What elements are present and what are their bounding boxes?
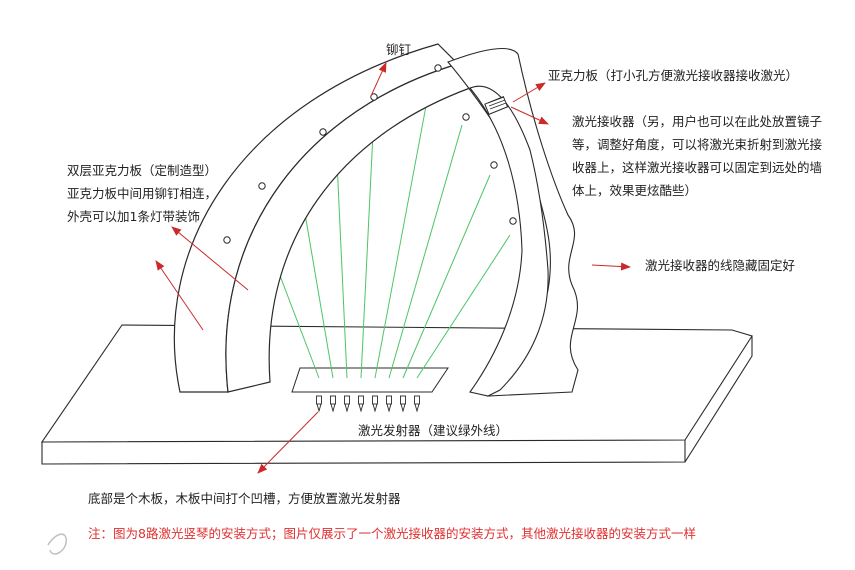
laser-beam [402,174,491,379]
emitter-label: 激光发射器（建议绿外线） [358,423,509,438]
laser-emitter [358,395,364,413]
acrylic-side-panels [447,47,579,397]
laser-beam [374,73,433,379]
receiver-label-line: 激光接收器（另，用户也可以在此处放置镜子 [572,114,823,129]
receiver-label-line: 收器上，这样激光接收器可以固定到远处的墙 [572,160,823,175]
rivet-label: 铆钉 [386,42,412,57]
receiver-label-line: 等，调整好角度，可以将激光束折射到激光接 [572,137,823,152]
double-layer-label-line: 外壳可以加1条灯带装饰 [67,209,200,224]
laser-beam [388,124,463,379]
receiver-label-line: 体上，效果更炫酷些） [572,183,698,198]
emitter-groove [291,367,449,393]
double-layer-label: 双层亚克力板（定制造型） 亚克力板中间用铆钉相连， 外壳可以加1条灯带装饰 [67,159,217,228]
laser-emitter [414,395,420,413]
laser-emitter [316,395,322,413]
installation-note: 注：图为8路激光竖琴的安装方式；图片仅展示了一个激光接收器的安装方式，其他激光接… [88,526,696,541]
base-label: 底部是个木板，木板中间打个凹槽，方便放置激光发射器 [88,491,401,506]
laser-emitters [316,395,420,413]
laser-emitter [344,395,350,413]
wooden-base [40,324,753,465]
rivet-holes [223,64,517,244]
laser-emitter [386,395,392,413]
double-layer-label-line: 亚克力板中间用铆钉相连， [67,186,218,201]
laser-beam [416,234,511,379]
laser-emitter [372,395,378,413]
acrylic-board-label: 亚克力板（打小孔方便激光接收器接收激光） [548,68,799,83]
laser-receiver [484,95,509,115]
double-layer-label-line: 双层亚克力板（定制造型） [67,163,218,178]
laser-emitter [400,395,406,413]
laser-emitter [330,395,336,413]
cable-label: 激光接收器的线隐藏固定好 [645,258,796,273]
annotation-arrows [155,62,631,474]
doodle-mark [47,533,67,555]
receiver-label: 激光接收器（另，用户也可以在此处放置镜子 等，调整好角度，可以将激光束折射到激光… [572,110,822,202]
laser-beams [254,73,511,379]
